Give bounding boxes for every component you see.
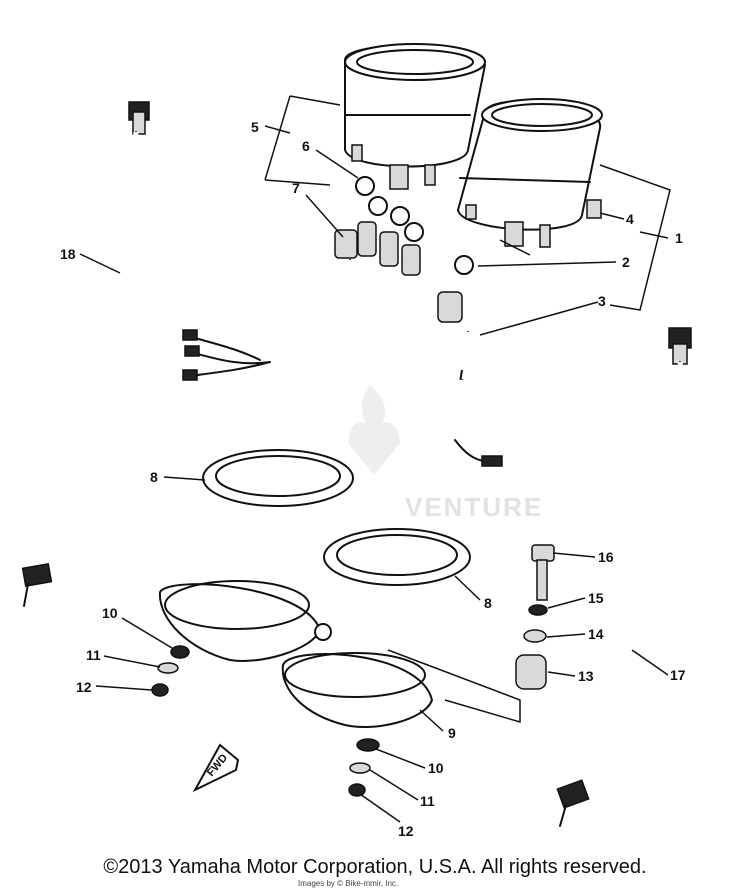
cable-right xyxy=(556,327,692,827)
callout-16: 16 xyxy=(598,549,614,565)
meter-right xyxy=(456,98,603,248)
callout-12b: 12 xyxy=(398,823,414,839)
callout-18: 18 xyxy=(60,246,76,262)
fwd-arrow: FWD xyxy=(192,743,240,793)
callout-10a: 10 xyxy=(102,605,118,621)
housing-left xyxy=(158,580,332,662)
callout-5: 5 xyxy=(251,119,259,135)
callout-11a: 11 xyxy=(86,647,101,663)
callout-13: 13 xyxy=(578,668,594,684)
callout-7: 7 xyxy=(292,180,300,196)
housing-right xyxy=(281,652,434,728)
callout-6: 6 xyxy=(302,138,310,154)
callout-15: 15 xyxy=(588,590,604,606)
meter-left xyxy=(344,43,487,190)
callout-labels: 1 2 3 4 5 6 7 8 8 9 10 11 12 13 14 15 16… xyxy=(60,119,686,839)
callout-9: 9 xyxy=(448,725,456,741)
callout-8b: 8 xyxy=(484,595,492,611)
mount-hardware xyxy=(387,544,555,724)
bracket-1 xyxy=(599,164,671,311)
indicator-bulb-socket xyxy=(437,255,503,467)
callout-10b: 10 xyxy=(428,760,444,776)
grommet-stack-right xyxy=(348,738,380,797)
bulb-socket-cluster xyxy=(182,176,424,381)
grommet-stack-left xyxy=(151,645,190,697)
callout-12a: 12 xyxy=(76,679,92,695)
image-credit: Images by © Bike-mmir, Inc. xyxy=(298,879,398,888)
callout-4: 4 xyxy=(626,211,634,227)
bezel-upper xyxy=(202,449,354,507)
watermark-text: VENTURE xyxy=(405,492,543,522)
callout-11b: 11 xyxy=(420,793,435,809)
callout-3: 3 xyxy=(598,293,606,309)
callout-14: 14 xyxy=(588,626,604,642)
bezel-lower xyxy=(323,528,471,586)
callout-17: 17 xyxy=(670,667,686,683)
watermark: VENTURE xyxy=(348,385,543,522)
callout-2: 2 xyxy=(622,254,630,270)
copyright-notice: ©2013 Yamaha Motor Corporation, U.S.A. A… xyxy=(103,856,647,878)
leader-lines xyxy=(79,125,669,823)
callout-8a: 8 xyxy=(150,469,158,485)
callout-1: 1 xyxy=(675,230,683,246)
bracket-5 xyxy=(264,95,291,181)
cable-left xyxy=(21,101,150,607)
